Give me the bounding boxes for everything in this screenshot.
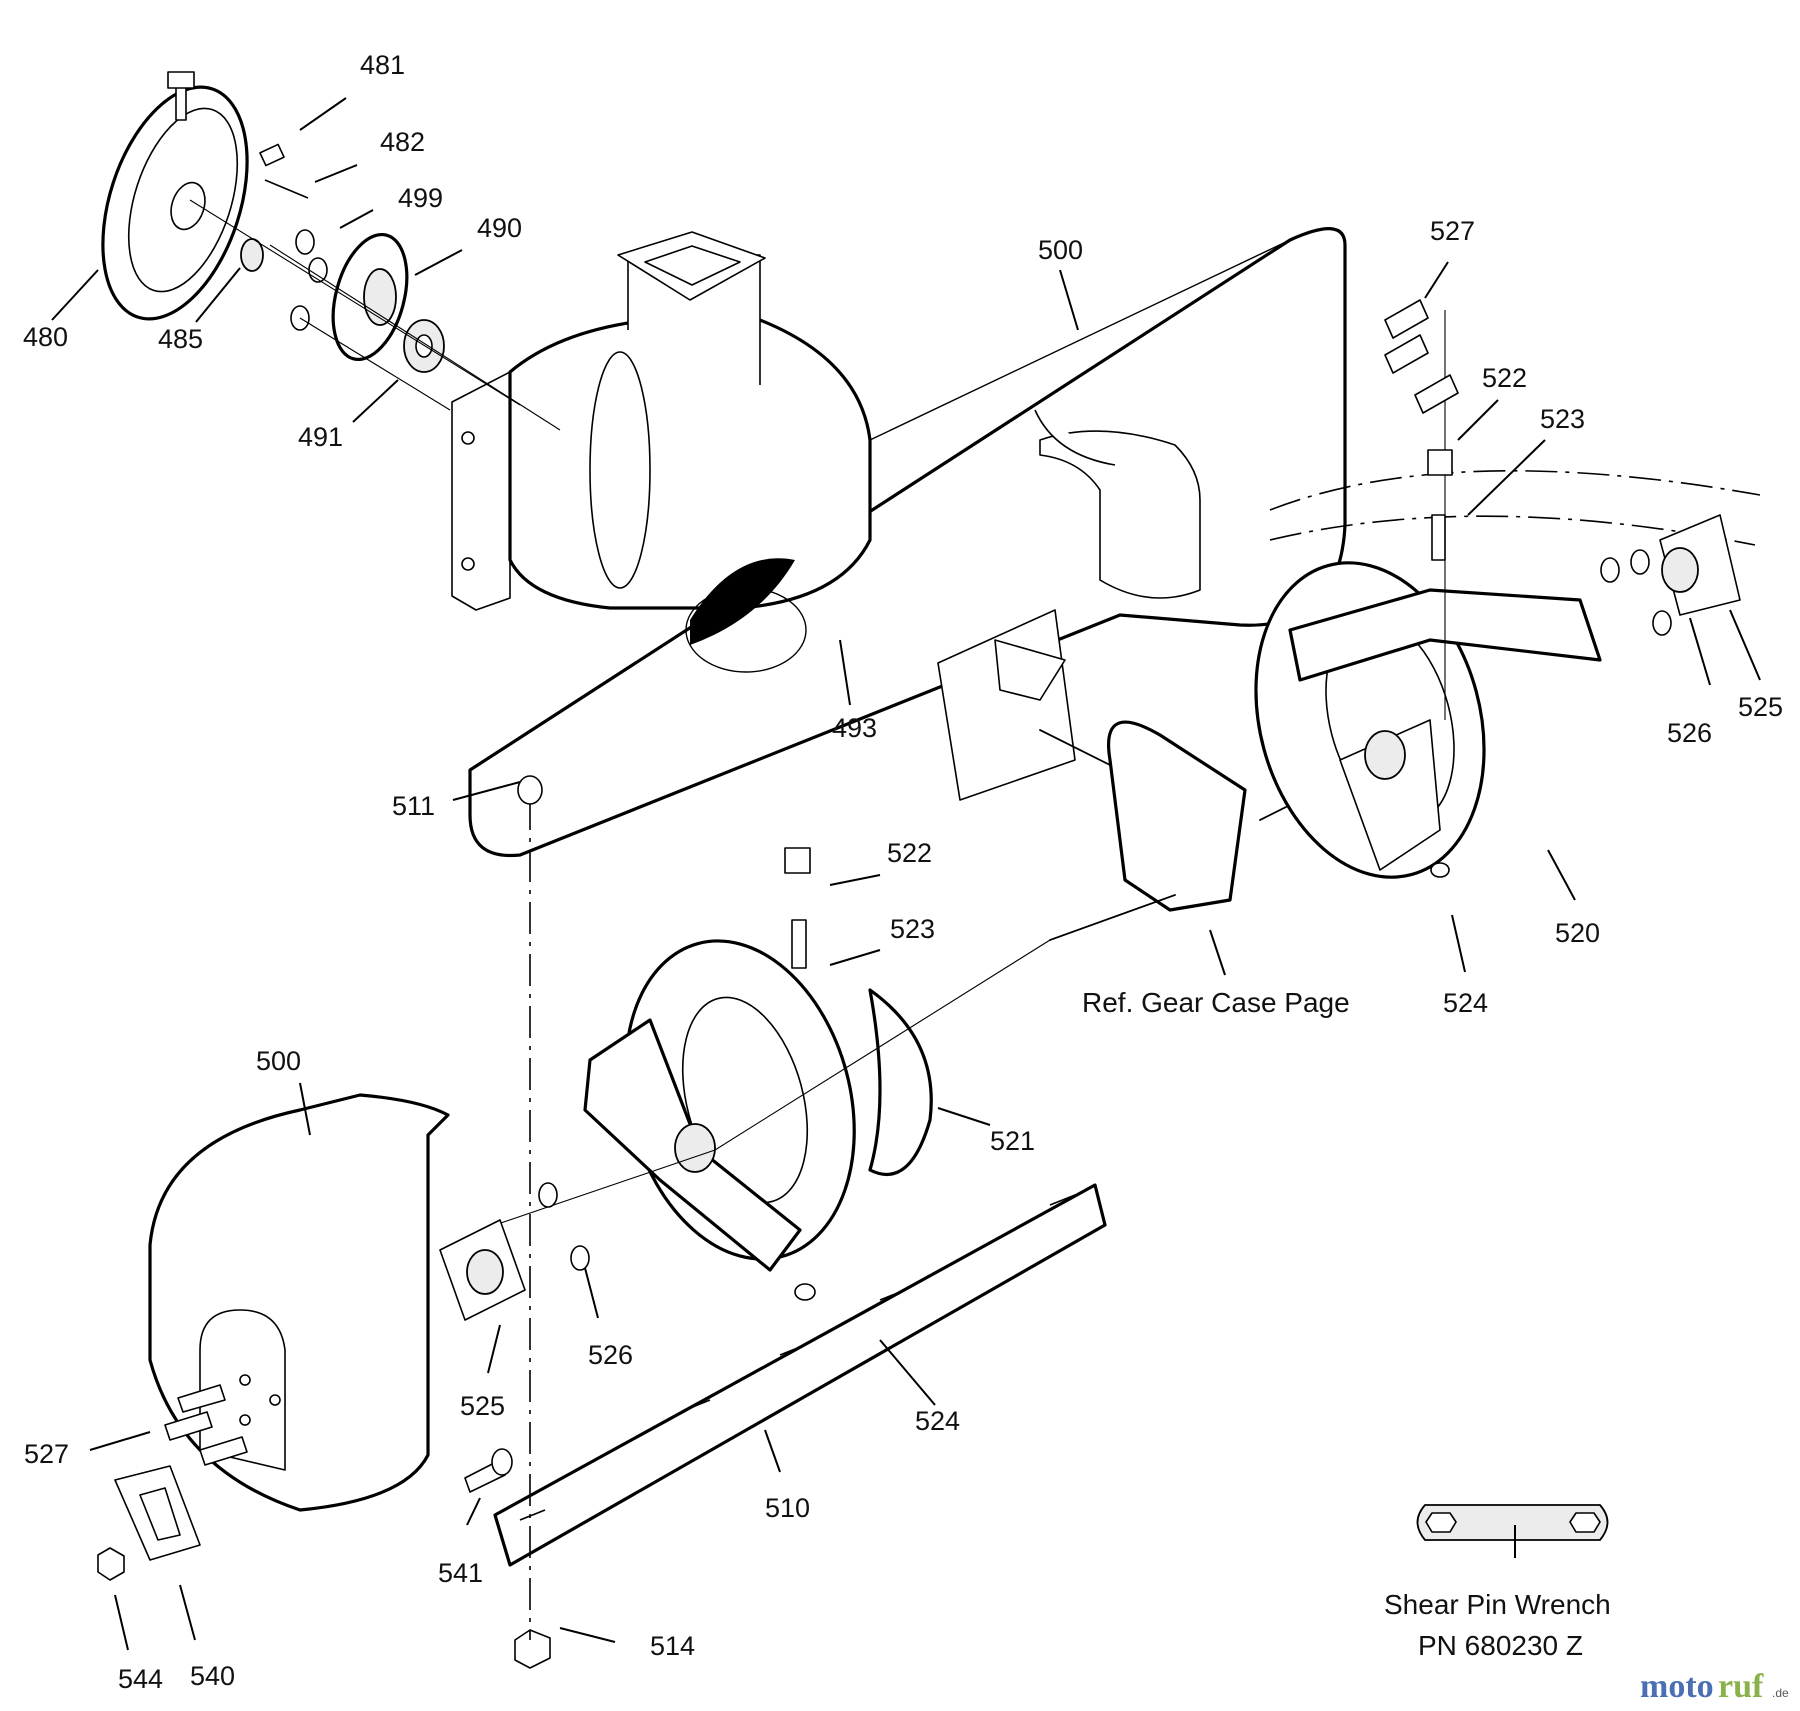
ref-gear-case-note: Ref. Gear Case Page xyxy=(1082,987,1350,1018)
part-label-544: 544 xyxy=(118,1664,163,1694)
auger-housing-lower xyxy=(97,1093,590,1581)
part-label-493: 493 xyxy=(832,713,877,743)
part-label-523-upper: 523 xyxy=(1540,404,1585,434)
part-label-525-lower: 525 xyxy=(460,1391,505,1421)
gear-case-assembly xyxy=(937,609,1341,941)
part-label-485: 485 xyxy=(158,324,203,354)
leader-lines xyxy=(51,97,1761,1651)
part-label-500-upper: 500 xyxy=(1038,235,1083,265)
part-label-524-lower: 524 xyxy=(915,1406,960,1436)
part-label-521: 521 xyxy=(990,1126,1035,1156)
part-labels: 481 482 499 490 480 485 491 500 527 522 … xyxy=(23,50,1783,1694)
part-label-511: 511 xyxy=(392,791,435,821)
part-label-491: 491 xyxy=(298,422,343,452)
part-label-480: 480 xyxy=(23,322,68,352)
part-label-540: 540 xyxy=(190,1661,235,1691)
part-label-524-upper: 524 xyxy=(1443,988,1488,1018)
watermark-part1: moto xyxy=(1640,1668,1714,1705)
auger-housing-upper xyxy=(451,227,1347,858)
part-label-490: 490 xyxy=(477,213,522,243)
part-label-510: 510 xyxy=(765,1493,810,1523)
part-label-481: 481 xyxy=(360,50,405,80)
part-label-527-upper: 527 xyxy=(1430,216,1475,246)
shave-plate xyxy=(493,775,1107,1669)
part-label-522-lower: 522 xyxy=(887,838,932,868)
part-label-526-lower: 526 xyxy=(588,1340,633,1370)
part-label-482: 482 xyxy=(380,127,425,157)
part-label-520: 520 xyxy=(1555,918,1600,948)
pulley-assembly xyxy=(101,71,561,431)
watermark-part2: ruf xyxy=(1718,1668,1764,1705)
shear-pin-wrench xyxy=(1416,1504,1609,1541)
part-label-500-lower: 500 xyxy=(256,1046,301,1076)
part-label-523-lower: 523 xyxy=(890,914,935,944)
auger-left xyxy=(494,847,1051,1301)
part-label-514: 514 xyxy=(650,1631,695,1661)
part-label-527-lower: 527 xyxy=(24,1439,69,1469)
watermark-suffix: .de xyxy=(1772,1686,1789,1700)
wrench-label: Shear Pin Wrench xyxy=(1384,1589,1611,1620)
wrench-part-number: PN 680230 Z xyxy=(1418,1630,1583,1661)
part-label-525-upper: 525 xyxy=(1738,692,1783,722)
part-label-522-upper: 522 xyxy=(1482,363,1527,393)
site-watermark: moto ruf .de xyxy=(1640,1668,1789,1705)
part-label-499: 499 xyxy=(398,183,443,213)
part-label-526-upper: 526 xyxy=(1667,718,1712,748)
auger-right xyxy=(1254,299,1761,879)
part-label-541: 541 xyxy=(438,1558,483,1588)
